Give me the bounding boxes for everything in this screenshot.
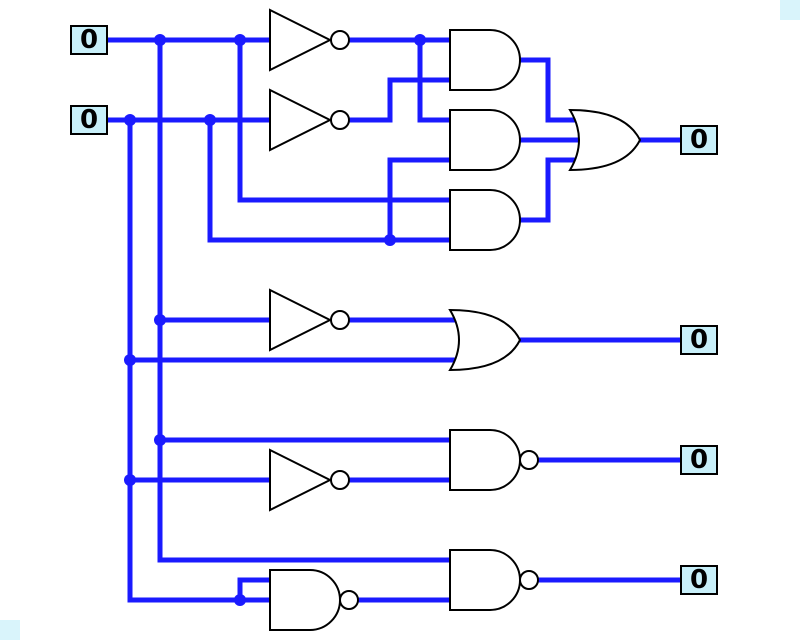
input-a-toggle[interactable]: 0: [70, 25, 108, 55]
or-gate-row2: [448, 308, 522, 372]
junctions: [124, 34, 426, 606]
and-gate-2: [449, 109, 521, 171]
nand-gate-row4: [449, 549, 539, 611]
corner-marker-bottom-left: [0, 620, 20, 640]
and-gate-1: [449, 29, 521, 91]
or-gate-top: [568, 108, 642, 172]
corner-marker-top-right: [780, 0, 800, 20]
output-4-display: 0: [680, 565, 718, 595]
not-gate-a: [269, 8, 350, 72]
nand-gate-row3: [449, 429, 539, 491]
not-gate-row2: [269, 288, 350, 352]
not-gate-row3: [269, 448, 350, 512]
nand-gate-inverter: [269, 569, 359, 631]
wires: [107, 37, 685, 603]
not-gate-b: [269, 88, 350, 152]
input-b-toggle[interactable]: 0: [70, 105, 108, 135]
and-gate-3: [449, 189, 521, 251]
output-2-display: 0: [680, 325, 718, 355]
output-1-display: 0: [680, 125, 718, 155]
output-3-display: 0: [680, 445, 718, 475]
